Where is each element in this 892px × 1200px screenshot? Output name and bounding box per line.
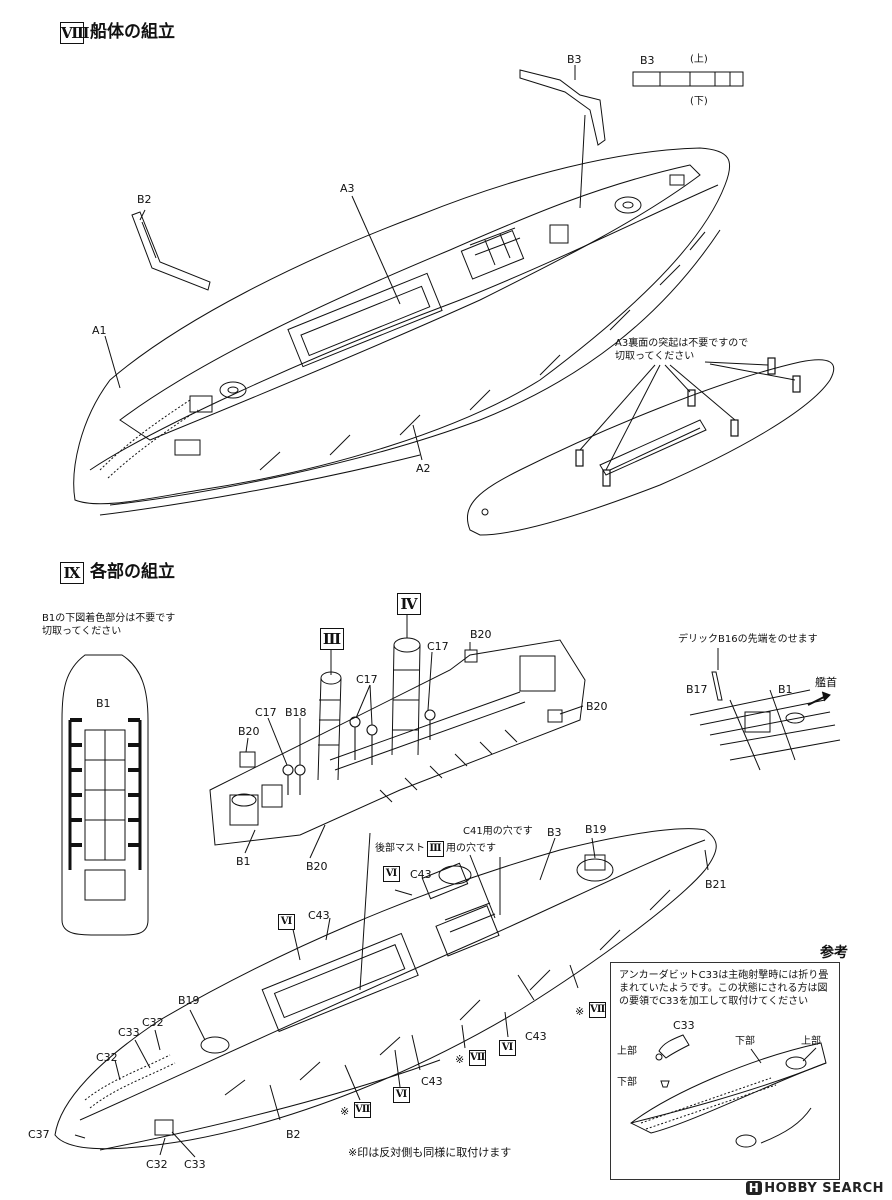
vii-mark-3: ※ — [340, 1105, 350, 1118]
label-a1: A1 — [92, 324, 107, 337]
part-vi-number-3: Ⅵ — [499, 1040, 516, 1056]
reference-upper-a: 上部 — [617, 1046, 637, 1057]
reference-lower-a: 下部 — [617, 1077, 637, 1088]
label-b3-part: B3 — [567, 53, 582, 66]
reference-note: アンカーダビットC33は主砲射撃時には折り畳 まれていたようです。この状態にされ… — [619, 970, 829, 1007]
label-c43-a: C43 — [410, 868, 432, 881]
c41-hole-note: C41用の穴です — [463, 826, 533, 837]
label-c32-a: C32 — [142, 1016, 164, 1029]
section-ix-number: Ⅸ — [60, 562, 84, 584]
part-vii-number-1: Ⅶ — [589, 1002, 606, 1018]
part-vii-number-3: Ⅶ — [354, 1102, 371, 1118]
label-b3-bottom: (下) — [690, 96, 708, 107]
label-b1-derrick: B1 — [778, 683, 793, 696]
section-ix-title: 各部の組立 — [90, 562, 175, 582]
vii-mark-2: ※ — [455, 1053, 465, 1066]
label-c43-d: C43 — [421, 1075, 443, 1088]
deck-a3-outline — [119, 164, 701, 441]
parts-assembly-drawing — [54, 614, 841, 1158]
label-b2-hull: B2 — [137, 193, 152, 206]
reference-c33-label: C33 — [673, 1019, 695, 1032]
part-vi-number-2: Ⅵ — [278, 914, 295, 930]
label-c33-b: C33 — [184, 1158, 206, 1171]
label-c17-a: C17 — [427, 640, 449, 653]
a3-underside — [467, 359, 835, 536]
label-b1-deck: B1 — [236, 855, 251, 868]
label-b21: B21 — [705, 878, 727, 891]
hull-lower-outline — [54, 828, 717, 1150]
section-viii-title: 船体の組立 — [90, 22, 175, 42]
label-c32-b: C32 — [96, 1051, 118, 1064]
label-b18: B18 — [285, 706, 307, 719]
mast-note-pre: 後部マスト — [375, 843, 425, 854]
reference-upper-b: 上部 — [801, 1036, 821, 1047]
label-c33-a: C33 — [118, 1026, 140, 1039]
both-sides-note: ※印は反対側も同様に取付けます — [348, 1146, 512, 1159]
part-vi-number-4: Ⅵ — [393, 1087, 410, 1103]
part-b3 — [519, 69, 606, 146]
reference-drawing — [630, 1034, 827, 1148]
label-c17-c: C17 — [255, 706, 277, 719]
hull-assembly-drawing — [73, 65, 835, 536]
mast-numeral: Ⅲ — [427, 841, 444, 857]
label-c17-b: C17 — [356, 673, 378, 686]
label-b20-d: B20 — [306, 860, 328, 873]
watermark-badge: H — [745, 1181, 763, 1195]
label-b20-c: B20 — [586, 700, 608, 713]
vii-mark-1: ※ — [575, 1005, 585, 1018]
a3-underside-note: A3裏面の突起は不要ですので 切取ってください — [615, 338, 749, 362]
label-b3-lower: B3 — [547, 826, 562, 839]
label-b2-lower: B2 — [286, 1128, 301, 1141]
label-a2: A2 — [416, 462, 431, 475]
reference-panel: アンカーダビットC33は主砲射撃時には折り畳 まれていたようです。この状態にされ… — [610, 962, 840, 1180]
b3-detail-strip — [632, 71, 744, 87]
label-b3-top: (上) — [690, 54, 708, 65]
section-viii-number: Ⅷ — [60, 22, 90, 44]
reference-lower-b: 下部 — [735, 1036, 755, 1047]
label-c43-c: C43 — [525, 1030, 547, 1043]
label-c43-b: C43 — [308, 909, 330, 922]
funnel-iv-number: Ⅳ — [397, 593, 421, 615]
label-b1-plan: B1 — [96, 697, 111, 710]
part-vii-number-2: Ⅶ — [469, 1050, 486, 1066]
b1-colored-bars — [70, 718, 140, 847]
funnel-iii — [317, 671, 342, 781]
derrick-inset — [689, 648, 841, 771]
label-b3-detail: B3 — [640, 54, 655, 67]
label-bow: 艦首 — [815, 676, 837, 689]
b1-plan-outline — [61, 654, 149, 936]
derrick-note: デリックB16の先端をのせます — [678, 634, 818, 645]
part-b2 — [131, 211, 211, 291]
label-b19-a: B19 — [585, 823, 607, 836]
label-a3: A3 — [340, 182, 355, 195]
label-b20-a: B20 — [238, 725, 260, 738]
label-c32-c: C32 — [146, 1158, 168, 1171]
watermark-text: HOBBY SEARCH — [764, 1181, 884, 1196]
label-b20-b: B20 — [470, 628, 492, 641]
hull-a1-outline — [73, 147, 731, 505]
mast-note-post: 用の穴です — [446, 843, 496, 854]
deck-b1-outline — [209, 639, 586, 846]
part-vi-number-1: Ⅵ — [383, 866, 400, 882]
label-c37: C37 — [28, 1128, 50, 1141]
b1-note: B1の下図着色部分は不要です 切取ってください — [42, 613, 176, 637]
funnel-iii-number: Ⅲ — [320, 628, 344, 650]
label-b19-b: B19 — [178, 994, 200, 1007]
label-b17: B17 — [686, 683, 708, 696]
reference-title: 参考 — [820, 945, 848, 961]
